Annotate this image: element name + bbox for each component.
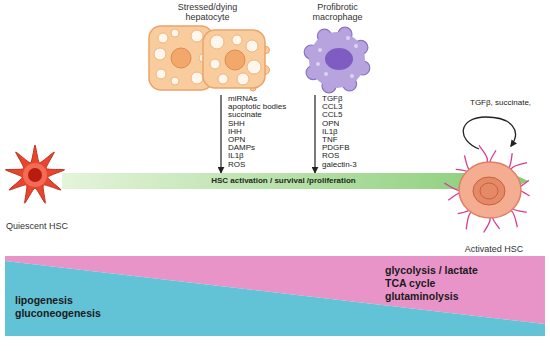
process-arrow: HSC activation / survival /proliferation <box>62 170 528 192</box>
signal-arrow <box>314 95 315 173</box>
pathway-label: TCA cycle <box>385 277 435 290</box>
pathway-label: glycolysis / lactate <box>385 264 478 277</box>
signal-list-item: DAMPs <box>228 144 286 152</box>
granule <box>350 74 354 78</box>
lipid-droplet <box>171 29 179 37</box>
lipid-droplet <box>171 77 179 85</box>
activation-arrow <box>62 170 528 192</box>
lipid-droplet <box>210 35 224 49</box>
autocrine-label: TGFβ, succinate, <box>470 99 531 107</box>
lipid-droplet <box>210 59 220 69</box>
signal-list-item: TGFβ <box>322 95 357 103</box>
granule <box>316 62 320 66</box>
cell-group: Activated HSC <box>440 125 548 255</box>
cell-heading: Stressed/dying hepatocyte <box>164 2 252 22</box>
signal-list-item: OPN <box>228 136 286 144</box>
pathway-label: gluconeogenesis <box>15 307 101 320</box>
quiescent-hsc-body <box>5 145 64 203</box>
signal-list-item: CCL3 <box>322 103 357 111</box>
signal-list-item: ROS <box>322 152 357 160</box>
granule <box>354 44 358 48</box>
hepatocyte-nucleus <box>225 50 245 70</box>
activated-hsc-body <box>459 162 521 218</box>
activated-hsc-nucleus <box>473 177 505 205</box>
signal-list-item: succinate <box>228 111 286 119</box>
node-shape <box>440 125 548 255</box>
lipid-droplet <box>232 35 242 45</box>
signal-list-item: IL1β <box>322 128 357 136</box>
pathway-label: lipogenesis <box>15 294 73 307</box>
macrophage-nucleus <box>325 48 353 70</box>
lipid-droplet <box>191 30 203 42</box>
cell-group: Quiescent HSC <box>2 140 72 232</box>
hepatocyte-body <box>203 30 265 88</box>
arrow-label: HSC activation / survival /proliferation <box>211 176 355 186</box>
lipid-droplet <box>218 74 228 84</box>
lipid-droplet <box>158 33 168 43</box>
signal-list-item: OPN <box>322 120 357 128</box>
nuclear-ring <box>480 183 498 199</box>
granule <box>324 72 328 76</box>
lipid-droplet <box>191 72 203 84</box>
lipid-droplet <box>237 73 249 85</box>
macrophage-body <box>309 32 365 88</box>
signal-list-item: ROS <box>228 161 286 169</box>
label-group: TGFβ, succinate, <box>470 99 531 107</box>
cell-heading: Profibrotic macrophage <box>302 2 374 22</box>
hepatocyte-nucleus <box>171 48 191 68</box>
signal-list-item: galectin-3 <box>322 161 357 169</box>
signal-list-item: PDGFB <box>322 144 357 152</box>
signal-arrow <box>220 95 221 173</box>
signal-list-item: IL1β <box>228 152 286 160</box>
lipid-droplet <box>156 69 166 79</box>
signal-list-item: SHH <box>228 120 286 128</box>
signal-list-item: miRNAs <box>228 95 286 103</box>
lipid-droplet <box>154 48 166 60</box>
cytoplasm <box>23 163 47 187</box>
cell-group: Profibrotic macrophage <box>290 2 385 94</box>
pathway-label: glutaminolysis <box>385 290 459 303</box>
lipid-droplet <box>247 60 261 74</box>
granule <box>346 36 350 40</box>
granule <box>318 48 322 52</box>
signal-list-item: TNF <box>322 136 357 144</box>
signal-list-item: IHH <box>228 128 286 136</box>
metabolic-wedge <box>5 261 545 336</box>
cell-label: Quiescent HSC <box>6 221 68 232</box>
quiescent-hsc-nucleus <box>28 168 42 182</box>
cell-label: Activated HSC <box>465 244 524 255</box>
signal-list-item: CCL5 <box>322 111 357 119</box>
signal-list-item: apoptotic bodies <box>228 103 286 111</box>
node-shape <box>2 140 72 232</box>
lipid-droplet <box>246 40 258 52</box>
label-group: miRNAsapoptotic bodiessuccinateSHHIHHOPN… <box>228 95 286 169</box>
cell-group: Stressed/dying hepatocyte <box>145 2 270 94</box>
autocrine-loop-arrow <box>463 117 515 149</box>
label-group: TGFβCCL3CCL5OPNIL1βTNFPDGFBROSgalectin-3 <box>322 95 357 169</box>
